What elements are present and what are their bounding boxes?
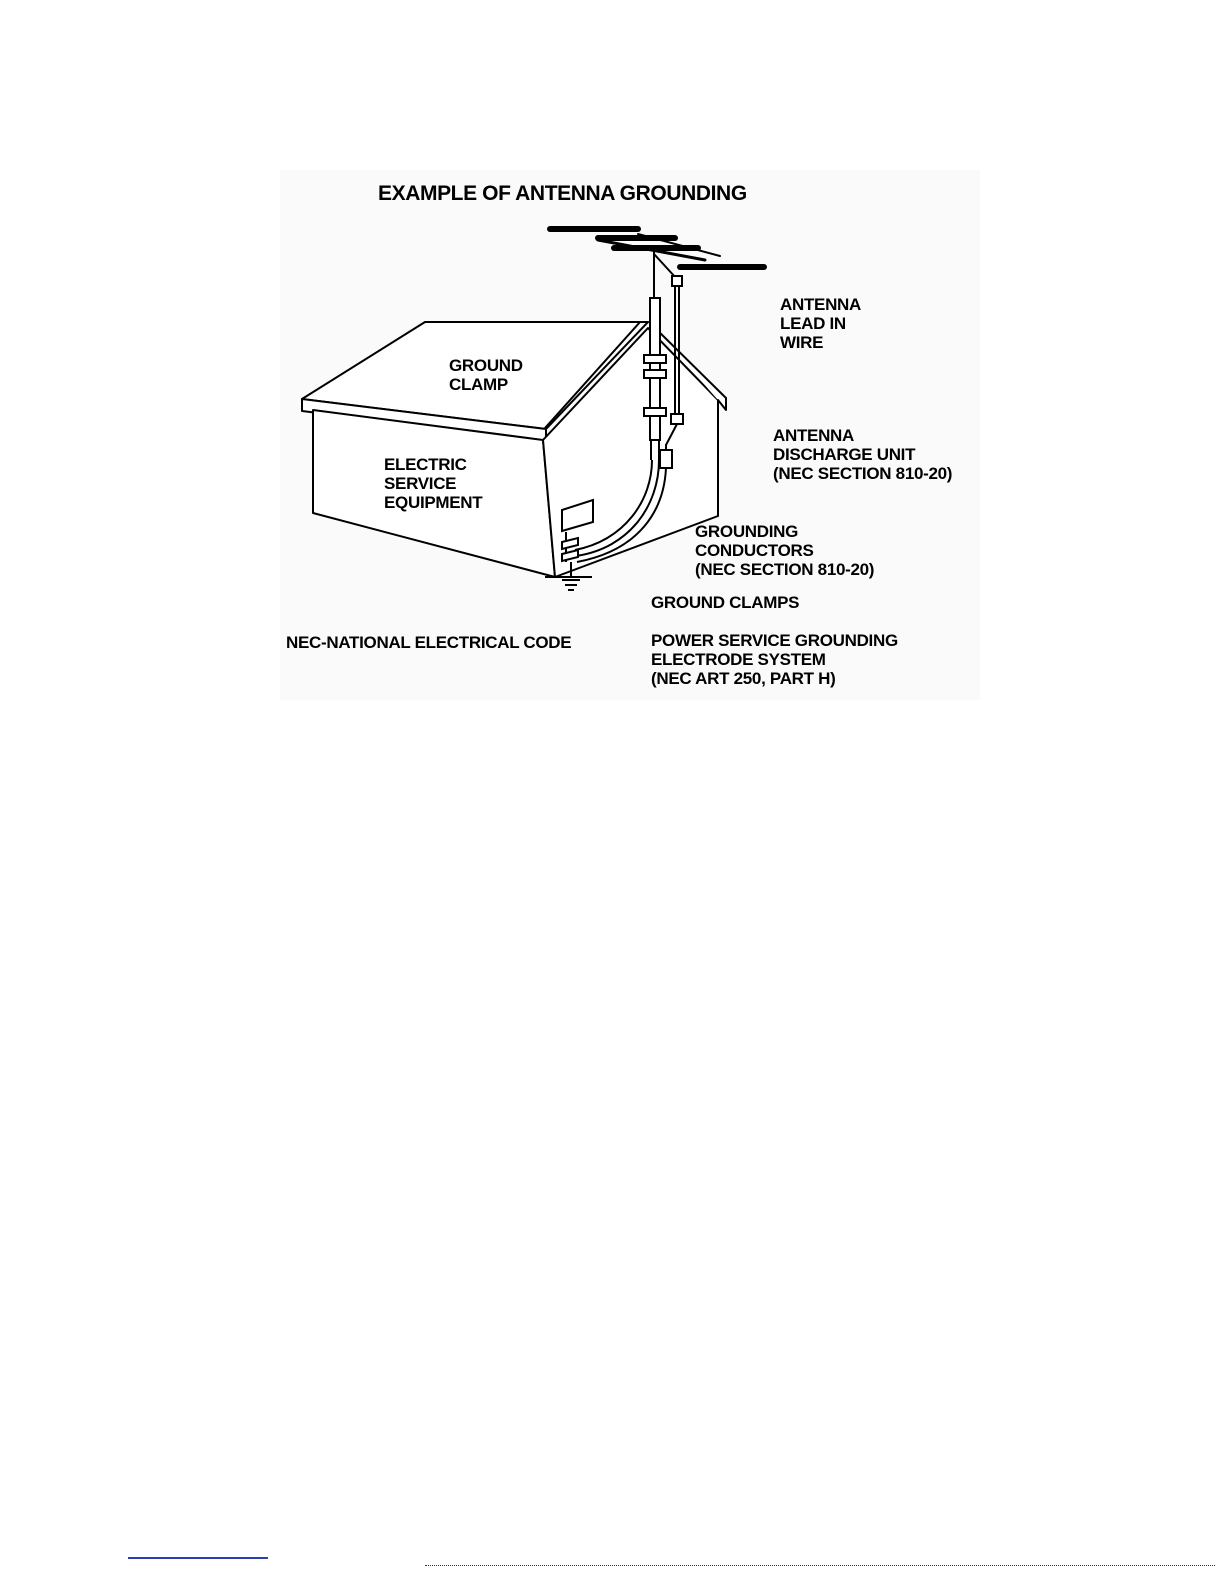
label-ground-clamps: GROUND CLAMPS xyxy=(651,593,799,612)
label-ground-clamp: GROUND CLAMP xyxy=(449,356,523,394)
label-power-service-grounding: POWER SERVICE GROUNDING ELECTRODE SYSTEM… xyxy=(651,631,898,688)
label-grounding-conductors: GROUNDING CONDUCTORS (NEC SECTION 810-20… xyxy=(695,522,874,579)
label-nec-note: NEC-NATIONAL ELECTRICAL CODE xyxy=(286,633,571,652)
diagram-title: EXAMPLE OF ANTENNA GROUNDING xyxy=(378,182,747,206)
page-footer-rule-left xyxy=(128,1557,268,1559)
page-footer-rule-right xyxy=(425,1565,1215,1566)
label-antenna-discharge-unit: ANTENNA DISCHARGE UNIT (NEC SECTION 810-… xyxy=(773,426,952,483)
label-electric-service-equipment: ELECTRIC SERVICE EQUIPMENT xyxy=(384,455,482,512)
label-antenna-lead-in-wire: ANTENNA LEAD IN WIRE xyxy=(780,295,861,352)
antenna-elements xyxy=(550,229,764,267)
antenna-discharge-unit xyxy=(660,450,672,468)
